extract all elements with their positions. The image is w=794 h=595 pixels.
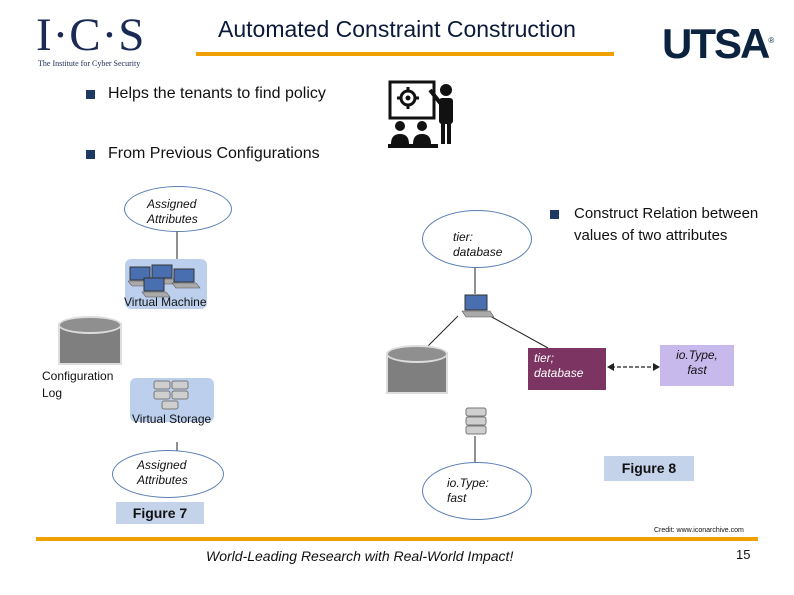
virtual-storage-label: Virtual Storage	[132, 412, 212, 426]
bullet-marker	[550, 210, 559, 219]
io-type-fast-oval-label: io.Type: fast	[447, 476, 489, 505]
utsa-logo-text: UTSA	[662, 20, 770, 67]
slide-title: Automated Constraint Construction	[218, 16, 576, 42]
ics-logo: I·C·S The Institute for Cyber Security	[36, 8, 156, 72]
footer-rule	[36, 537, 758, 541]
laptop-icon	[128, 264, 201, 298]
database-top	[386, 345, 448, 363]
bullet-marker	[86, 150, 95, 159]
assigned-attributes-top-label: Assigned Attributes	[147, 197, 198, 226]
io-type-fast-oval	[422, 462, 532, 520]
assigned-attributes-oval-bottom	[112, 450, 224, 498]
bullet-text-1: Helps the tenants to find policy	[108, 85, 326, 102]
server-icon	[153, 380, 189, 410]
image-credit: Credit: www.iconarchive.com	[654, 527, 744, 534]
presentation-icon	[388, 80, 453, 148]
tier-database-oval-label: tier: database	[453, 230, 503, 259]
laptop-icon	[461, 294, 494, 318]
figure-7-label: Figure 7	[116, 502, 204, 524]
tier-database-oval	[422, 210, 532, 268]
page-number: 15	[736, 547, 751, 562]
bullet-text-3: Construct Relation between values of two…	[574, 205, 759, 244]
utsa-trademark: ®	[768, 36, 775, 45]
database-top	[58, 316, 122, 334]
tier-database-box: tier; database	[528, 348, 606, 390]
bullet-marker	[86, 90, 95, 99]
figure-8-label: Figure 8	[604, 456, 694, 481]
tier-database-box-label: tier; database	[534, 351, 584, 380]
configuration-log-label: Configuration Log	[42, 369, 114, 400]
assigned-attributes-bottom-label: Assigned Attributes	[137, 458, 188, 487]
server-icon	[465, 407, 487, 435]
footer-tagline: World-Leading Research with Real-World I…	[206, 548, 514, 564]
title-underline	[196, 52, 614, 56]
ics-logo-text: I·C·S	[36, 9, 146, 61]
ics-logo-subtitle: The Institute for Cyber Security	[38, 59, 141, 68]
virtual-machine-label: Virtual Machine	[124, 295, 207, 309]
assigned-attributes-oval-top	[124, 186, 232, 232]
io-type-fast-box: io.Type, fast	[660, 345, 734, 386]
bullet-text-2: From Previous Configurations	[108, 145, 320, 162]
io-type-fast-box-label: io.Type, fast	[676, 348, 718, 377]
utsa-logo: UTSA®	[662, 20, 774, 68]
